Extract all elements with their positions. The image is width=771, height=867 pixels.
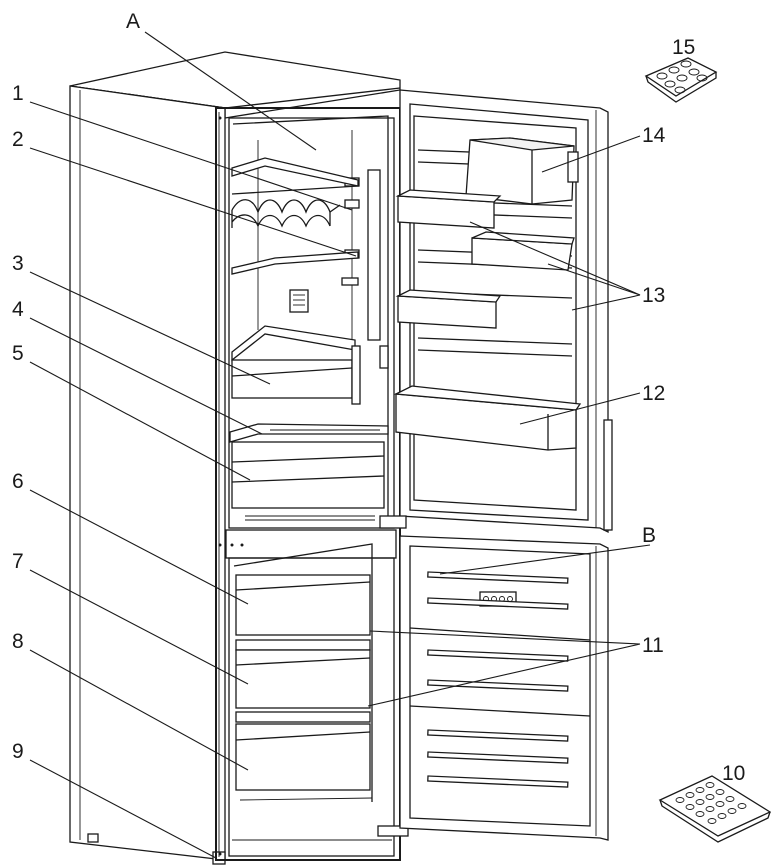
callout-5: 5 [12, 342, 24, 365]
callout-15: 15 [672, 36, 695, 59]
freezer-door [399, 535, 609, 841]
callout-B: B [642, 524, 656, 547]
glass-shelf-middle [231, 251, 359, 275]
callout-12: 12 [642, 382, 665, 405]
door-shelf-upper [395, 189, 502, 229]
leader-lines [29, 31, 651, 859]
callout-10: 10 [722, 762, 745, 785]
crisper-cover [229, 423, 389, 443]
fridge-compartment [228, 115, 395, 529]
callout-8: 8 [12, 630, 24, 653]
freezer-drawer-middle [235, 649, 371, 723]
bottle-shelf [393, 385, 582, 451]
glass-shelf-lower [231, 325, 356, 362]
freezer-drawer-bottom [235, 723, 373, 801]
callout-labels: A 1 2 3 4 5 6 7 8 9 10 11 12 13 14 15 B [12, 10, 745, 785]
glass-shelf-top [231, 157, 359, 195]
fresh-box [231, 345, 361, 405]
freezer-drawer-top [235, 574, 371, 651]
egg-tray [644, 57, 718, 103]
callout-3: 3 [12, 252, 24, 275]
freezer-compartment [228, 543, 409, 857]
callout-9: 9 [12, 740, 24, 763]
ice-tray [658, 775, 771, 843]
freezer-door-slots [427, 571, 569, 788]
callout-4: 4 [12, 298, 24, 321]
callout-A: A [126, 10, 140, 33]
vent-grill [289, 289, 309, 313]
callout-2: 2 [12, 128, 24, 151]
fridge-door [379, 89, 613, 534]
callout-7: 7 [12, 550, 24, 573]
cabinet-body [69, 51, 401, 865]
callout-11: 11 [642, 634, 664, 657]
door-shelf-middle [471, 231, 575, 271]
wine-rack [231, 199, 341, 228]
callout-14: 14 [642, 124, 666, 147]
crisper [231, 441, 385, 521]
callout-6: 6 [12, 470, 24, 493]
callout-1: 1 [12, 82, 24, 105]
callout-13: 13 [642, 284, 665, 307]
butter-box [465, 137, 579, 205]
door-shelf-lower [395, 289, 502, 329]
